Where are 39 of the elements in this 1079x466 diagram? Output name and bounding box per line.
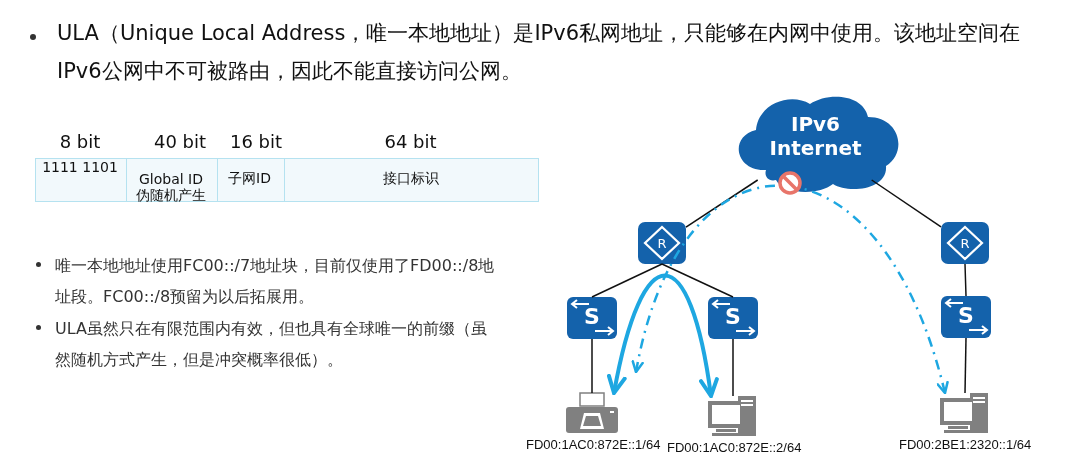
address-label: FD00:1AC0:872E::1/64: [526, 437, 658, 452]
bullet-paragraph: ULA虽然只在有限范围内有效，但也具有全球唯一的前缀（虽然随机方式产生，但是冲突概率很低）。: [55, 318, 488, 371]
device-letter: S: [583, 304, 601, 330]
arrow: [607, 273, 719, 398]
computer-icon: [940, 393, 990, 433]
connection-line: [661, 263, 734, 298]
table-cell-text: 子网ID: [227, 169, 272, 187]
device-letter: S: [724, 304, 742, 330]
bit-width-label: 8 bit: [58, 131, 102, 153]
table-cell-text: 接口标识: [381, 169, 440, 187]
switch-icon: [567, 297, 617, 339]
bit-width-label: 16 bit: [228, 131, 284, 153]
node-label: IPv6 Internet: [768, 112, 863, 160]
device-letter: R: [959, 235, 971, 252]
bullet-paragraph: ULA（Unique Local Address，唯一本地地址）是IPv6私网地址，只能够在内网中使用。该地址空间在IPv6公网中不可被路由，因此不能直接访问公网。: [57, 20, 1022, 85]
switch-icon: [941, 296, 991, 338]
connection-line: [685, 179, 759, 228]
blocked-arrow: [632, 171, 949, 395]
table-cell-text: 1111 1101: [41, 159, 119, 175]
address-label: FD00:2BE1:2320::1/64: [899, 437, 1031, 452]
table-cell-text: Global ID: [138, 170, 204, 188]
connection-line: [870, 179, 942, 228]
bit-width-label: 40 bit: [152, 131, 208, 153]
bit-width-label: 64 bit: [383, 131, 438, 153]
router-icon: [941, 222, 989, 264]
connection-line: [964, 337, 967, 394]
computer-icon: [708, 396, 758, 436]
device-letter: S: [957, 303, 975, 329]
switch-icon: [708, 297, 758, 339]
table-cell-text: 伪随机产生: [135, 186, 207, 204]
address-label: FD00:1AC0:872E::2/64: [667, 440, 799, 455]
connection-line: [964, 263, 967, 297]
connection-line: [732, 338, 734, 397]
bullet-paragraph: 唯一本地地址使用FC00::/7地址块，目前仅使用了FD00::/8地址段。FC00::/8预留为以后拓展用。: [55, 255, 495, 308]
printer-icon: [566, 393, 618, 433]
connection-line: [591, 338, 593, 394]
connection-line: [591, 263, 663, 298]
router-icon: [638, 222, 686, 264]
device-letter: R: [656, 235, 668, 252]
